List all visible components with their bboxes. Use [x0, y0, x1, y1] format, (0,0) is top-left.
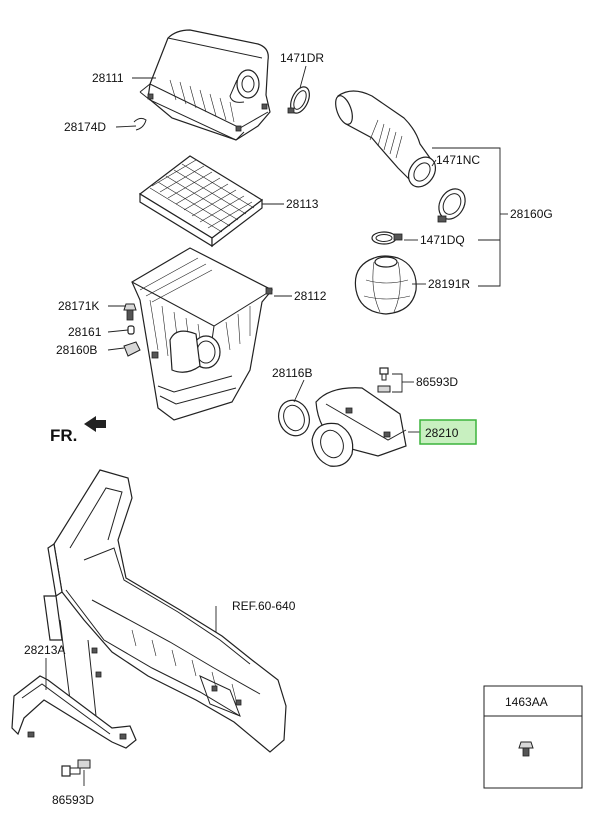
- label-28111: 28111: [92, 71, 124, 85]
- legend-code: 1463AA: [505, 695, 548, 709]
- label-28210: 28210: [425, 426, 459, 440]
- clip-28174d: [133, 117, 147, 131]
- leader-lines: [45, 65, 508, 786]
- label-1471dr: 1471DR: [280, 51, 324, 65]
- air-cleaner-cover: [139, 29, 271, 141]
- air-cleaner-body: [131, 247, 273, 421]
- intake-hose: [335, 90, 437, 188]
- grommet-28171k: [123, 303, 137, 321]
- label-1471nc: 1471NC: [436, 153, 480, 167]
- bracket-28160b: [123, 341, 141, 357]
- fastener-legend-box: 1463AA: [483, 685, 583, 789]
- bushing-28161: [127, 325, 135, 335]
- label-86593d-top: 86593D: [416, 375, 458, 389]
- air-intake-duct: [311, 387, 407, 467]
- front-end-module: [43, 469, 287, 753]
- label-28112: 28112: [294, 289, 327, 303]
- hose-clamp-1471nc: [437, 188, 466, 223]
- bolt-86593d-top: [377, 367, 391, 393]
- label-28160g: 28160G: [510, 207, 553, 221]
- resonator-28191r: [354, 255, 417, 315]
- highlight-box-28210: [419, 419, 477, 445]
- part-labels: 28111 1471DR 28174D 1471NC 28113 28160G …: [24, 51, 553, 807]
- label-ref: REF.60-640: [232, 599, 296, 613]
- air-filter-element: [138, 155, 264, 248]
- label-28113: 28113: [286, 197, 319, 211]
- label-front: FR.: [50, 426, 77, 445]
- label-28161: 28161: [68, 325, 102, 339]
- label-28116b: 28116B: [272, 366, 312, 380]
- label-86593d-bottom: 86593D: [52, 793, 94, 807]
- hose-clamp-1471dq: [371, 231, 403, 245]
- label-28160b: 28160B: [56, 343, 97, 357]
- label-28191r: 28191R: [428, 277, 470, 291]
- label-28171k: 28171K: [58, 299, 99, 313]
- bracket-28213a: [11, 675, 137, 749]
- bolt-86593d-bottom: [61, 759, 91, 777]
- label-28213a: 28213A: [24, 643, 65, 657]
- label-28174d: 28174D: [64, 120, 106, 134]
- front-direction-arrow: [84, 416, 106, 432]
- bolt-icon: [518, 741, 534, 757]
- label-1471dq: 1471DQ: [420, 233, 465, 247]
- hose-clamp-1471dr: [287, 86, 310, 114]
- gasket-28116b: [278, 399, 310, 437]
